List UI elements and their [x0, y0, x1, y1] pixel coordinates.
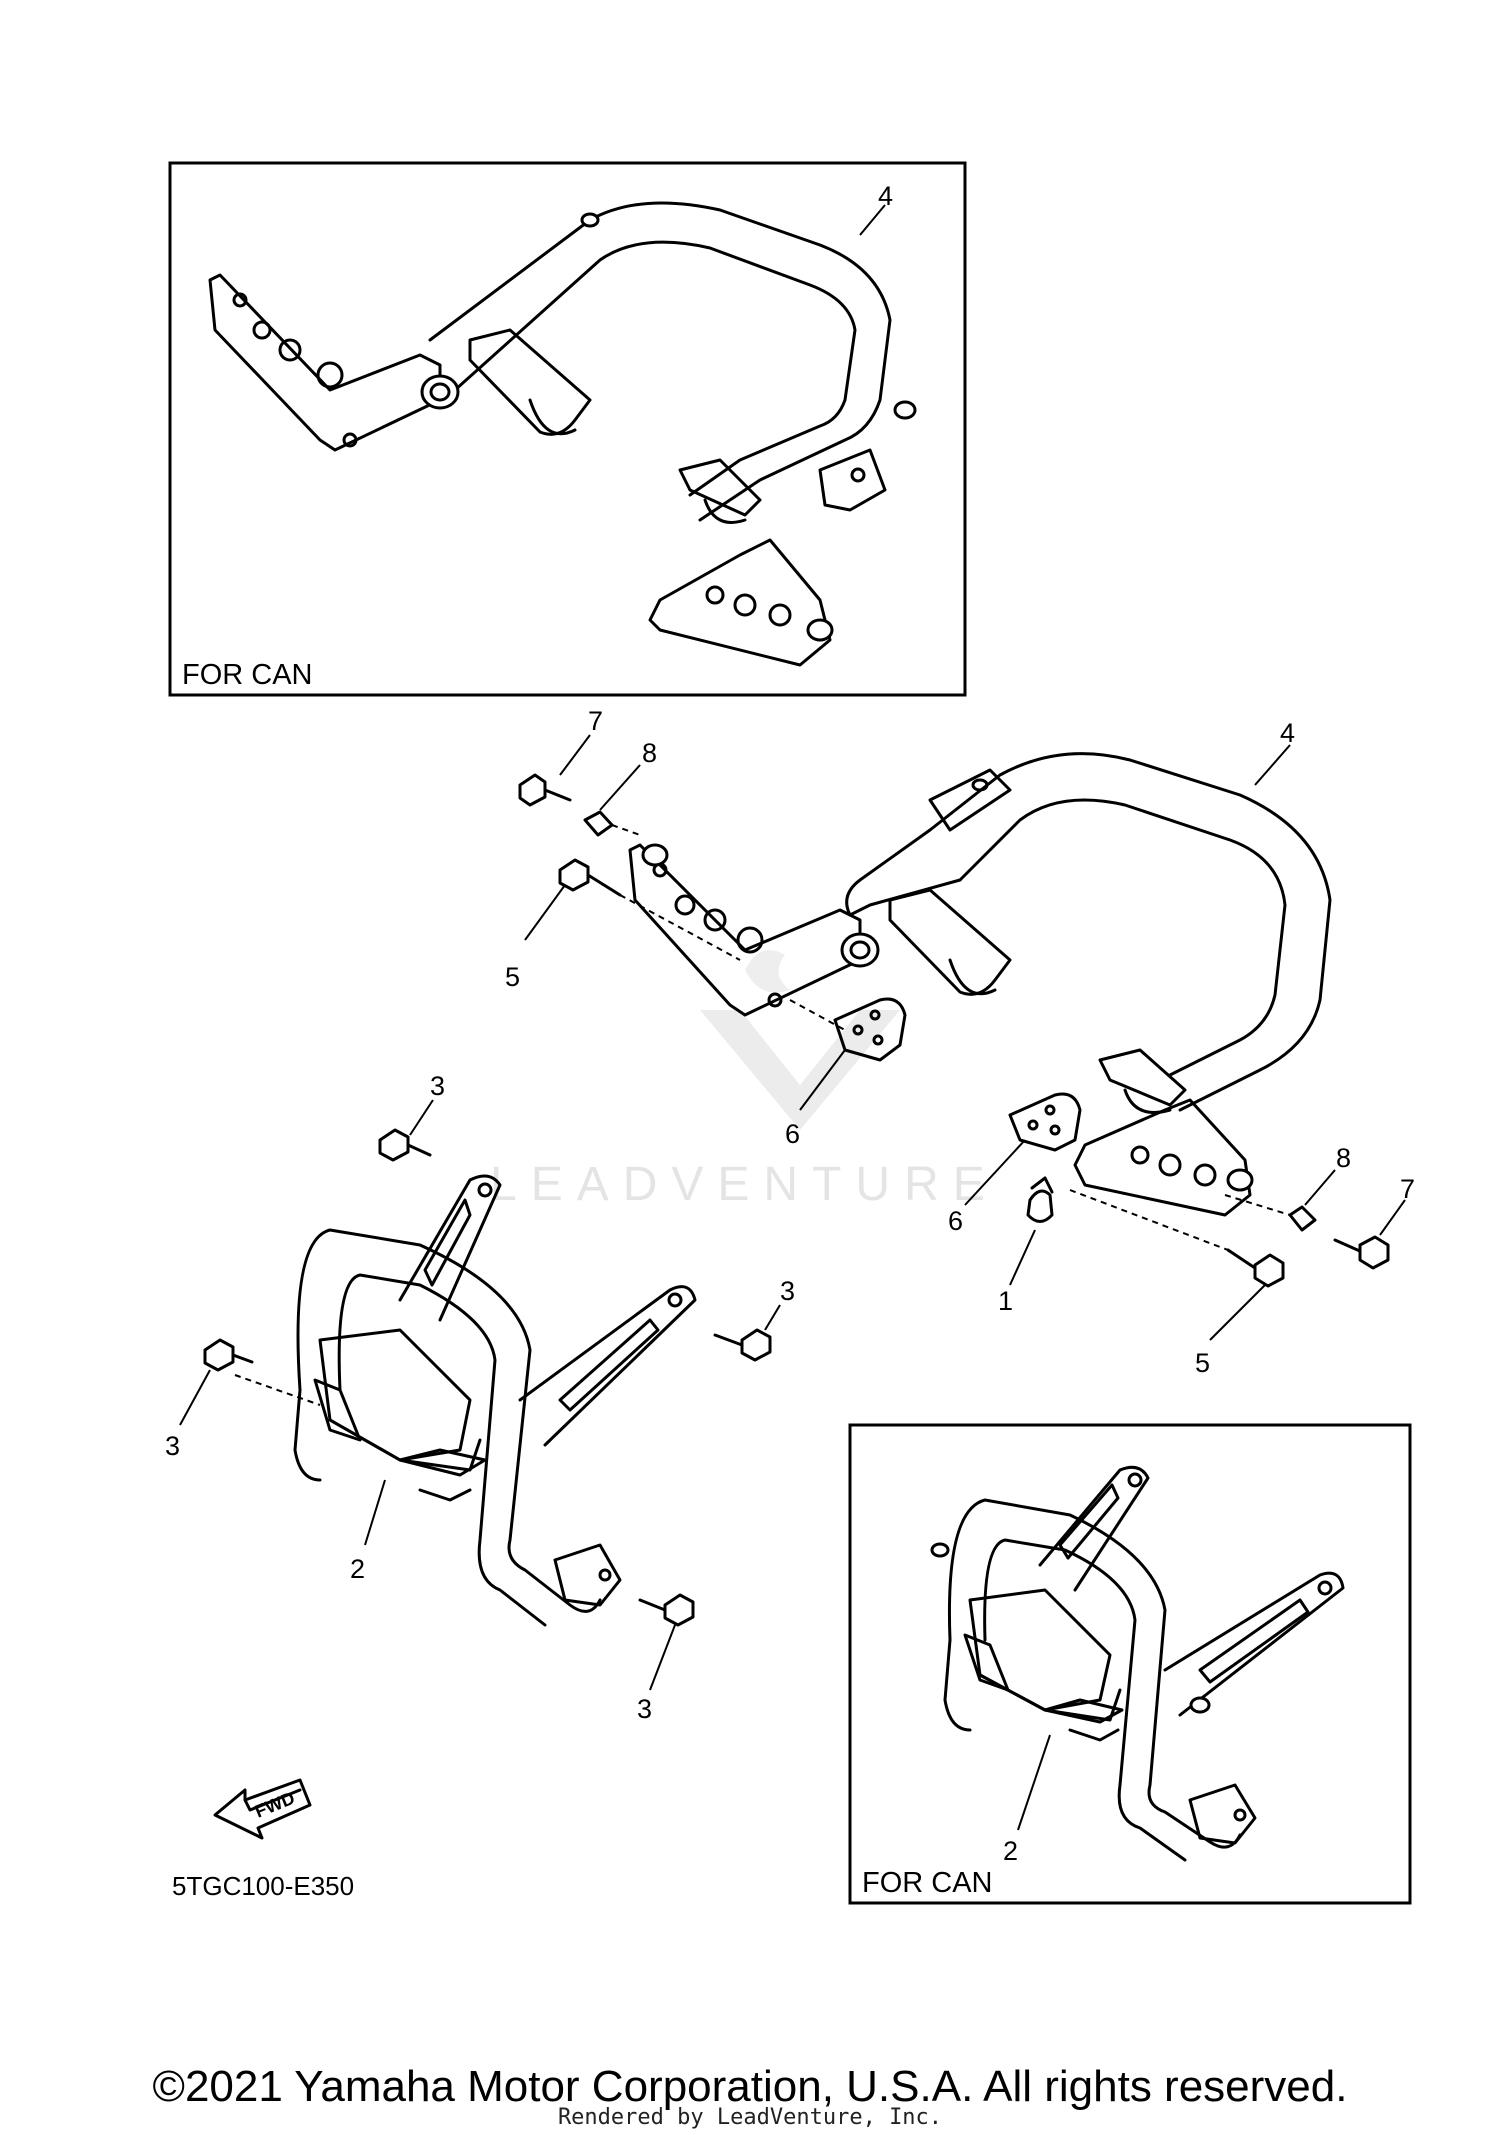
callout-bumper-3-right: 3: [780, 1276, 795, 1306]
leader-left-8: [599, 764, 641, 811]
bumper-assembly: 3 3 3 2 3: [165, 1071, 795, 1724]
callout-main-4: 4: [1280, 718, 1295, 748]
bolt-5-right: [1226, 1248, 1285, 1288]
copyright-notice: ©2021 Yamaha Motor Corporation, U.S.A. A…: [152, 2062, 1348, 2111]
callout-inset-bottom-2: 2: [1003, 1836, 1018, 1866]
bolt-7-left: [518, 773, 572, 807]
leader-bumper-2: [364, 1479, 386, 1546]
bolt-5-left: [558, 858, 622, 897]
callout-bumper-3-top: 3: [430, 1071, 445, 1101]
callout-right-6: 6: [948, 1206, 963, 1236]
inset-top-label: FOR CAN: [182, 659, 313, 691]
fwd-arrow-icon: FWD: [213, 1778, 312, 1840]
watermark-text: LEADVENTURE: [490, 1158, 999, 1211]
callout-bumper-2: 2: [350, 1554, 365, 1584]
leader-inset-bottom-2: [1017, 1734, 1051, 1831]
leader-bumper-3-bottom: [649, 1624, 676, 1691]
callout-left-7: 7: [588, 706, 603, 736]
leader-right-7: [1379, 1199, 1406, 1236]
callout-right-1: 1: [998, 1286, 1013, 1316]
leader-left-5: [524, 884, 566, 941]
callout-bumper-3-bottom: 3: [637, 1694, 652, 1724]
leader-bumper-3-right: [764, 1304, 781, 1331]
collar-8-right: [1288, 1205, 1317, 1232]
leader-right-5: [1209, 1284, 1266, 1341]
leader-right-1: [1009, 1229, 1036, 1286]
callout-left-8: 8: [642, 738, 657, 768]
leader-inset-top-4: [859, 204, 886, 236]
bolt-3-bottom: [638, 1593, 695, 1627]
leader-main-4: [1254, 744, 1291, 786]
inset-top-frame: [168, 161, 967, 697]
inset-bottom: FOR CAN 2: [848, 1423, 1412, 1905]
callout-bumper-3-left: 3: [165, 1431, 180, 1461]
collar-8-left: [583, 810, 614, 837]
inset-bottom-label: FOR CAN: [862, 1867, 993, 1899]
inset-top: FOR CAN: [168, 161, 967, 697]
callout-inset-top-4: 4: [878, 181, 893, 211]
diagram-code: 5TGC100-E350: [172, 1871, 354, 1901]
rendered-by-notice: Rendered by LeadVenture, Inc.: [557, 2105, 943, 2130]
bolt-7-right: [1333, 1235, 1390, 1270]
inset-bottom-frame: [848, 1423, 1412, 1905]
leadventure-watermark: LEADVENTURE: [490, 950, 999, 1211]
bolt-3-right: [713, 1328, 772, 1362]
callout-left-5: 5: [505, 962, 520, 992]
leader-bumper-3-top: [409, 1099, 434, 1136]
bolt-3-left: [203, 1338, 254, 1372]
inset-bottom-bumper: [930, 1465, 1345, 1862]
leader-left-7: [559, 734, 591, 776]
callout-right-7: 7: [1400, 1174, 1415, 1204]
bolt-3-top: [378, 1128, 432, 1162]
callout-right-8: 8: [1336, 1143, 1351, 1173]
leader-right-8: [1304, 1169, 1336, 1206]
leader-bumper-3-left: [179, 1369, 211, 1426]
inset-top-grab-bar: [208, 201, 917, 667]
leader-left-6: [799, 1049, 846, 1111]
main-grab-bar-assembly: 4 7 8 5 6 6 8 7 1 5: [505, 706, 1415, 1378]
callout-left-6: 6: [785, 1119, 800, 1149]
leader-right-6: [964, 1139, 1026, 1206]
callout-right-5: 5: [1195, 1348, 1210, 1378]
